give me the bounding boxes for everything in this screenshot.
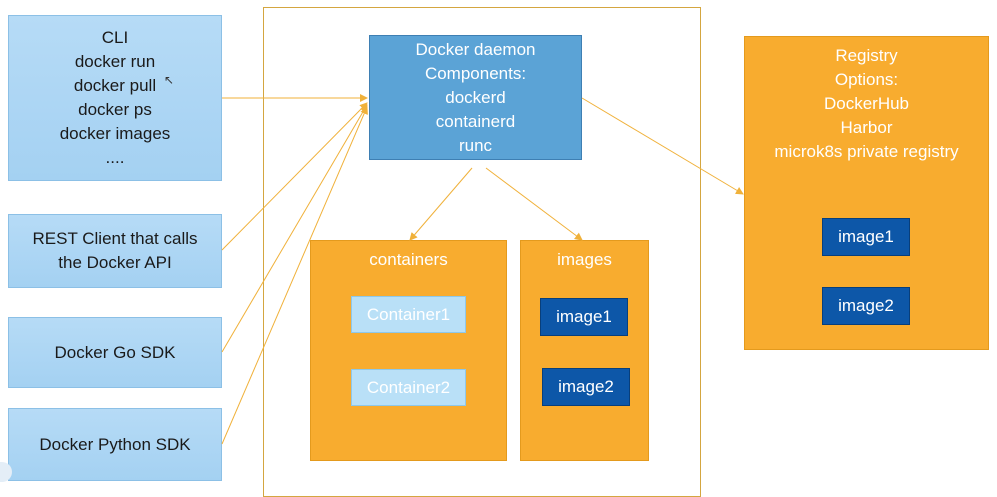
cli-command-ps: docker ps: [78, 100, 152, 119]
daemon-component-runc: runc: [458, 135, 493, 155]
python-sdk-label: Docker Python SDK: [39, 434, 191, 454]
rest-client-line-2: the Docker API: [58, 253, 172, 272]
images-title: images: [557, 250, 612, 269]
daemon-components-label: Components:: [424, 63, 527, 83]
containers-title: containers: [369, 250, 448, 269]
registry-image-2: image2: [822, 287, 910, 325]
registry-title: Registry: [835, 46, 898, 65]
images-group: images: [520, 240, 649, 461]
rest-client-line-1: REST Client that calls: [32, 229, 198, 248]
containers-group: containers: [310, 240, 507, 461]
cli-command-pull: docker pull: [73, 76, 157, 95]
registry-options-label: Options:: [834, 70, 899, 89]
container-1: Container1: [351, 296, 466, 333]
registry-option-harbor: Harbor: [840, 118, 893, 137]
local-image-1: image1: [540, 298, 628, 336]
daemon-component-dockerd: dockerd: [445, 87, 506, 107]
go-sdk-label: Docker Go SDK: [54, 342, 176, 362]
docker-daemon-box: Docker daemon Components: dockerd contai…: [369, 35, 582, 160]
container-2: Container2: [351, 369, 466, 406]
go-sdk-box: Docker Go SDK: [8, 317, 222, 388]
cli-command-more: ....: [105, 148, 125, 167]
cli-command-run: docker run: [74, 52, 156, 71]
registry-option-dockerhub: DockerHub: [823, 94, 910, 113]
rest-client-box: REST Client that calls the Docker API: [8, 214, 222, 288]
cli-title: CLI: [101, 28, 129, 47]
registry-image-1: image1: [822, 218, 910, 256]
daemon-title: Docker daemon: [415, 39, 536, 59]
corner-decoration: [0, 462, 12, 482]
daemon-component-containerd: containerd: [435, 111, 516, 131]
mouse-cursor-icon: ↖: [164, 73, 175, 87]
python-sdk-box: Docker Python SDK: [8, 408, 222, 481]
cli-client-box: CLI docker run docker pull docker ps doc…: [8, 15, 222, 181]
registry-option-microk8s: microk8s private registry: [774, 142, 959, 161]
cli-command-images: docker images: [59, 124, 171, 143]
local-image-2: image2: [542, 368, 630, 406]
